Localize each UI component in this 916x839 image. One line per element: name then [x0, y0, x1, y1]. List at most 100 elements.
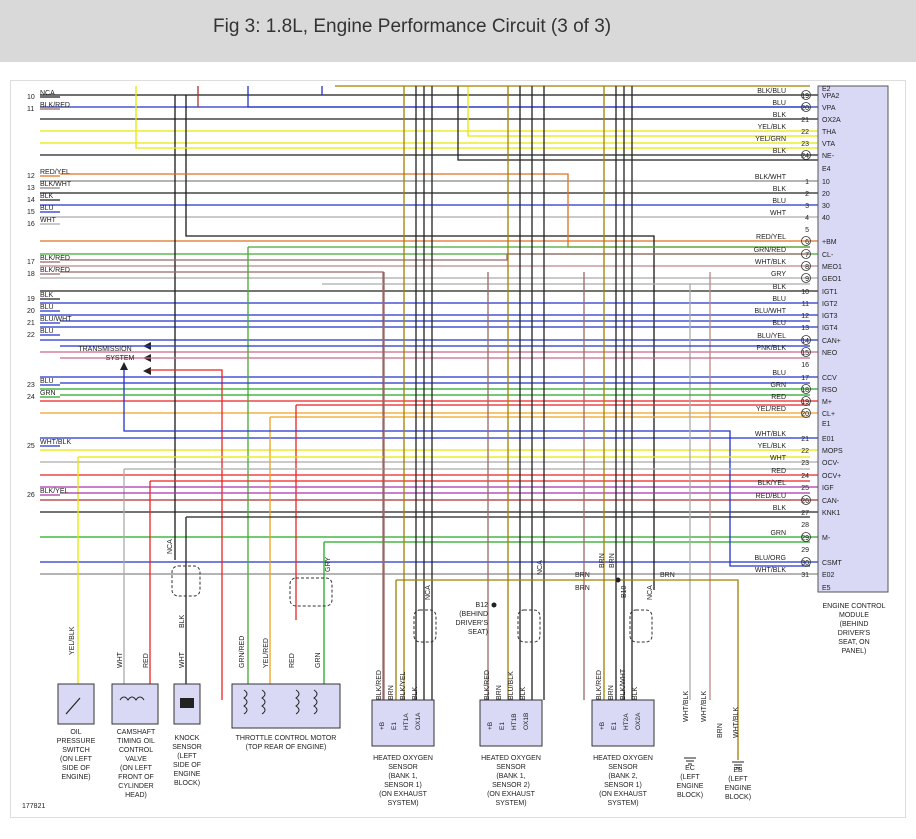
shield	[289, 577, 333, 607]
wire-label: GRN	[315, 652, 322, 668]
wire-label: WHT	[117, 651, 124, 668]
ecm-pin-name: NE-	[822, 153, 835, 160]
component-label: (ON LEFT	[120, 765, 153, 772]
ecm-pin-name: IGT2	[822, 301, 838, 308]
wire-label: BLU/BLK	[508, 671, 515, 700]
wire-label: WHT/BLK	[733, 707, 740, 738]
wire-label: BRN	[660, 572, 675, 579]
ecm-pin-number: 20	[801, 105, 809, 112]
ecm-pin-name: 20	[822, 191, 830, 198]
ecm-pin-number: 7	[805, 252, 809, 259]
ecm-pin-name: MEO1	[822, 264, 842, 271]
component-label: TIMING OIL	[117, 738, 155, 745]
component-label: (ON EXHAUST	[599, 791, 648, 798]
ecm-pin-name: OX2A	[822, 117, 841, 124]
wire-label: BLK/WHT	[40, 181, 72, 188]
sensor-pin-label: +B	[487, 722, 494, 730]
wire-label: WHT/BLK	[40, 439, 71, 446]
wire-label: BLK	[632, 686, 639, 700]
wire-label: YEL/BLK	[69, 626, 76, 655]
figure-id: 177821	[22, 803, 45, 810]
shield	[171, 565, 201, 597]
ecm-wire-label: WHT/BLK	[755, 567, 786, 574]
ecm-wire-label: GRN/RED	[754, 247, 786, 254]
sensor-pin-label: E1	[391, 722, 398, 730]
wire-label: BRN	[609, 553, 616, 568]
component-label: VALVE	[125, 756, 147, 763]
component-label: PRESSURE	[57, 738, 96, 745]
ecm-label: (BEHIND	[840, 621, 869, 628]
ecm-pin-name: MOPS	[822, 448, 843, 455]
wire-label: BRN	[388, 685, 395, 700]
ecm-pin-number: 26	[801, 498, 809, 505]
wire-label: BRN	[496, 685, 503, 700]
ecm-wire-label: GRN	[770, 530, 786, 537]
ecm-wire-label: BLK	[773, 112, 787, 119]
shield	[517, 609, 541, 643]
sensor-pin-label: E1	[499, 722, 506, 730]
ecm-pin-name: CL-	[822, 252, 834, 259]
wire	[60, 271, 384, 700]
component-label: (ON EXHAUST	[487, 791, 536, 798]
page-title: Fig 3: 1.8L, Engine Performance Circuit …	[213, 16, 612, 37]
ecm-pin-number: 30	[801, 560, 809, 567]
ecm-pin-name: IGT4	[822, 325, 838, 332]
ecm-wire-label: YEL/RED	[756, 406, 786, 413]
ecm-pin-name: E02	[822, 572, 835, 579]
header-bar: Fig 3: 1.8L, Engine Performance Circuit …	[0, 0, 916, 62]
shield	[413, 609, 437, 643]
ecm-wire-label: WHT	[770, 455, 787, 462]
ecm-pin-name: +BM	[822, 239, 837, 246]
component-label: ENGINE	[174, 771, 201, 778]
component-label: SIDE OF	[62, 765, 90, 772]
wire-label: BRN	[599, 553, 606, 568]
wire-label: BLU	[40, 328, 54, 335]
component-label: ENGINE	[725, 785, 752, 792]
pin-circle	[801, 495, 811, 505]
ecm-pin-name: KNK1	[822, 510, 840, 517]
component-label: SENSOR	[172, 744, 202, 751]
ecm-pin-number: 23	[801, 460, 809, 467]
component-label: SYSTEM)	[607, 800, 638, 807]
component-label: SENSOR	[608, 764, 638, 771]
sensor-pin-label: E1	[611, 722, 618, 730]
wire-label: BLK/YEL	[40, 488, 69, 495]
wire	[150, 369, 223, 700]
ecm-pin-number: 19	[801, 399, 809, 406]
ecm-pin-number: 14	[801, 338, 809, 345]
sensor-pin-label: +B	[599, 722, 606, 730]
ecm-pin-number: 10	[801, 289, 809, 296]
ecm-pin-number: 9	[805, 276, 809, 283]
pin-circle	[801, 384, 811, 394]
ecm-pin-name: CAN-	[822, 498, 840, 505]
wire-label: GRN/RED	[239, 636, 246, 668]
wire-label: BRN	[575, 572, 590, 579]
b12-label: DRIVER'S	[456, 620, 489, 627]
wire-label: BLK	[179, 614, 186, 628]
ecm-pin-name: NEO	[822, 350, 838, 357]
pin-circle	[801, 150, 811, 160]
ecm-connector: E4	[822, 166, 831, 173]
diagram-frame	[10, 80, 906, 818]
wires-layer	[40, 85, 820, 760]
ocv-valve	[111, 683, 159, 725]
coil-icon	[313, 689, 318, 715]
component-label: OIL	[70, 729, 81, 736]
wire-label: BRN	[717, 723, 724, 738]
wire-label: NCA	[647, 585, 654, 600]
ecm-wire-label: YEL/BLK	[758, 443, 787, 450]
ecm-pin-name: M+	[822, 399, 832, 406]
oil-pressure-switch	[57, 683, 95, 725]
throttle-motor	[231, 683, 341, 729]
ecm-pin-number: 2	[805, 191, 809, 198]
b12-label: B12	[476, 602, 489, 609]
pin-circle	[801, 408, 811, 418]
wire-number: 11	[27, 106, 34, 113]
ecm-wire-label: BLK	[773, 505, 787, 512]
ecm-pin-number: 19	[801, 93, 809, 100]
b12-label: (BEHIND	[459, 611, 488, 618]
coil-icon	[295, 689, 300, 715]
wire-number: 25	[27, 443, 35, 450]
ecm-pin-name: CCV	[822, 375, 837, 382]
